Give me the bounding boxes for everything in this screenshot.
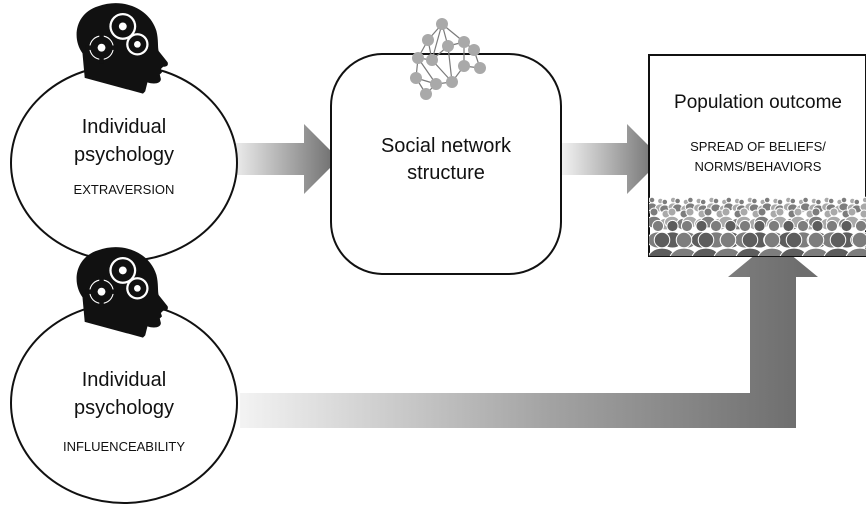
psych-bottom-trait: INFLUENCEABILITY	[62, 439, 186, 454]
outcome-subtitle-line2: NORMS/BEHAVIORS	[694, 159, 822, 174]
psych-bottom-title-line2: psychology	[73, 397, 175, 419]
psych-top-title-line2: psychology	[73, 144, 175, 166]
arrow-psych-to-network	[230, 124, 339, 194]
outcome-subtitle-line1: SPREAD OF BELIEFS/	[690, 139, 826, 154]
head-with-gears-icon	[76, 247, 168, 338]
network-box	[330, 53, 562, 275]
psych-bottom-title-line1: Individual	[81, 369, 167, 391]
network-graph-icon	[410, 18, 486, 100]
head-with-gears-icon	[76, 3, 168, 94]
arrow-bottom-to-outcome	[240, 240, 818, 428]
arrow-network-to-outcome	[562, 124, 662, 194]
crowd-icon	[649, 196, 866, 256]
psych-top-trait: EXTRAVERSION	[73, 182, 175, 197]
network-title-line2: structure	[407, 162, 485, 184]
psych-top-title-line1: Individual	[81, 116, 167, 138]
network-title-line1: Social network	[380, 135, 512, 157]
outcome-title: Population outcome	[674, 92, 842, 113]
